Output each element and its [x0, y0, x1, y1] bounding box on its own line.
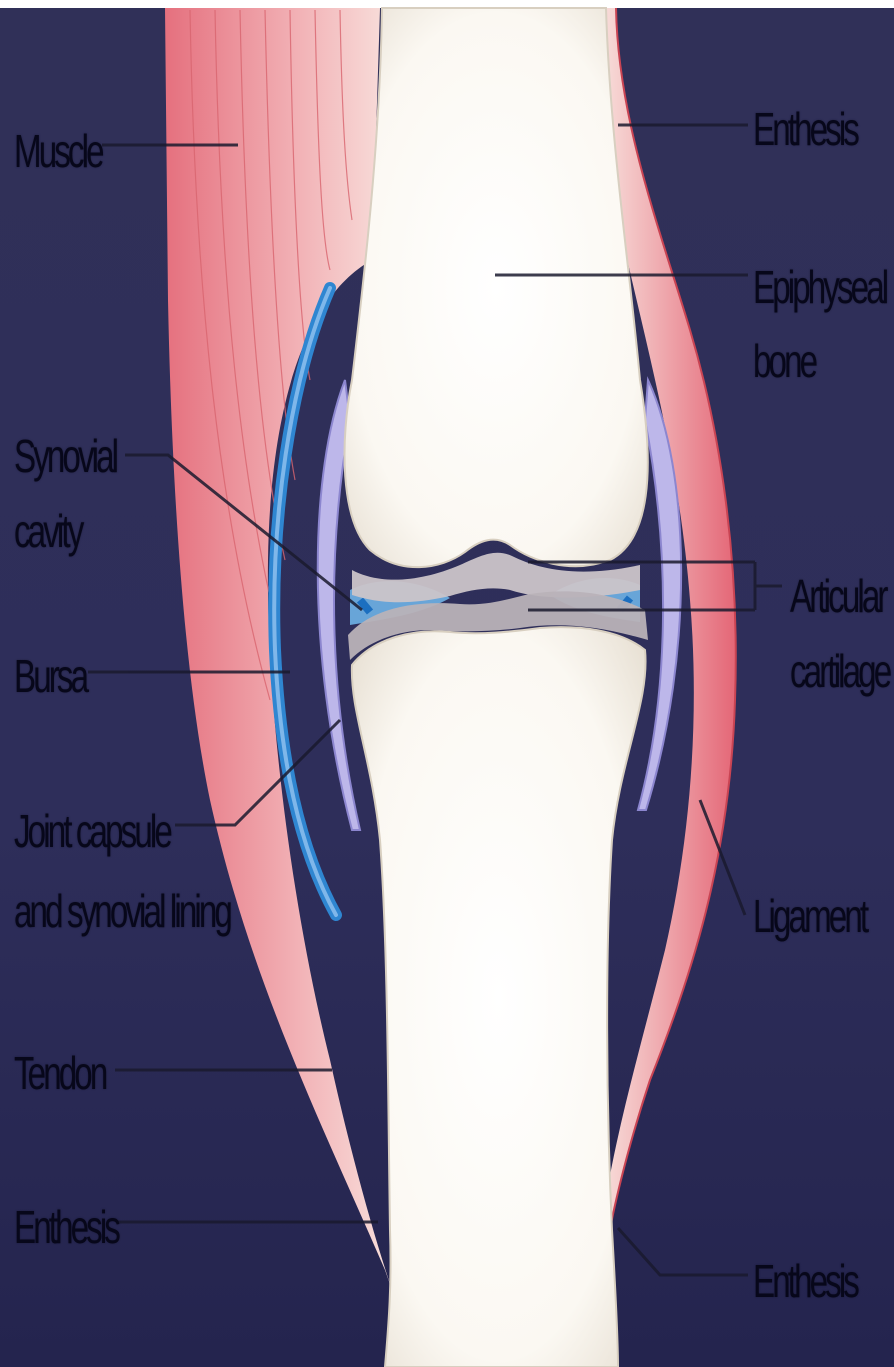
label-joint-capsule-line1: Joint capsule [14, 800, 170, 862]
label-epiphyseal-bone-line1: Epiphyseal [753, 256, 886, 318]
label-enthesis-top-right: Enthesis [753, 98, 857, 160]
upper-bone [345, 8, 648, 567]
label-articular-cartilage-line2: cartilage [790, 640, 889, 702]
label-joint-capsule-line2: and synovial lining [14, 880, 230, 942]
lower-bone [352, 627, 646, 1367]
label-enthesis-bottom-right: Enthesis [753, 1250, 857, 1312]
label-tendon: Tendon [14, 1042, 105, 1104]
label-synovial-cavity-line1: Synovial [14, 425, 116, 487]
label-muscle: Muscle [14, 120, 102, 182]
label-epiphyseal-bone-line2: bone [753, 330, 815, 392]
label-bursa: Bursa [14, 645, 86, 707]
label-articular-cartilage-line1: Articular [790, 565, 886, 627]
label-synovial-cavity-line2: cavity [14, 500, 81, 562]
label-ligament: Ligament [753, 885, 866, 947]
label-enthesis-bottom-left: Enthesis [14, 1196, 118, 1258]
